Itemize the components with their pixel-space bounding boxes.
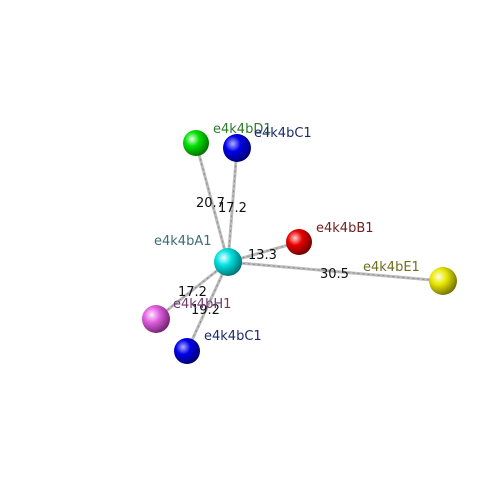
label-h1: e4k4bH1 [173, 297, 231, 312]
label-center: e4k4bA1 [154, 234, 211, 249]
distance-center-c1-top: 17.2 [218, 201, 247, 216]
label-c1-top: e4k4bC1 [254, 126, 312, 141]
distance-center-h1: 17.2 [178, 285, 207, 300]
distance-center-c1-bot: 19.2 [191, 303, 220, 318]
atom-b1[interactable] [286, 229, 312, 255]
distance-center-d1: 20.7 [196, 196, 225, 211]
atom-c1-bot[interactable] [174, 338, 200, 364]
atom-d1[interactable] [183, 130, 209, 156]
bond-dashes [155, 142, 444, 352]
distance-center-e1: 30.5 [320, 267, 349, 282]
atom-c1-top[interactable] [223, 134, 251, 162]
label-c1-bot: e4k4bC1 [204, 329, 262, 344]
atom-h1[interactable] [142, 305, 170, 333]
label-e1: e4k4bE1 [363, 260, 420, 275]
distance-center-b1: 13.3 [248, 248, 277, 263]
atom-e1[interactable] [429, 267, 457, 295]
atom-center[interactable] [214, 248, 242, 276]
label-d1: e4k4bD1 [213, 122, 272, 137]
label-b1: e4k4bB1 [316, 221, 374, 236]
